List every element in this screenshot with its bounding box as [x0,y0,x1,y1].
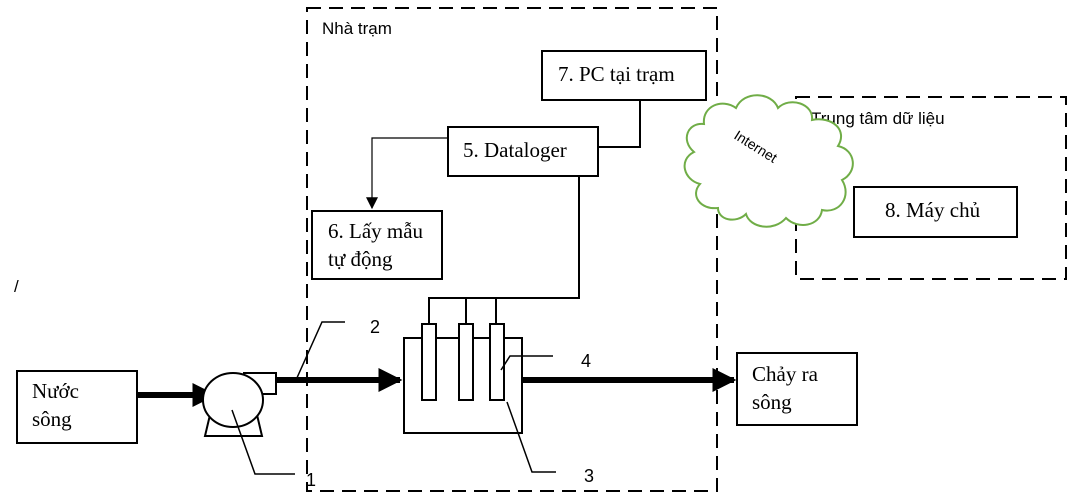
callout-tank-number: 3 [584,466,594,486]
river-water-label-line2: sông [32,407,72,431]
station-pc-label: 7. PC tại trạm [558,62,675,86]
station-label: Nhà trạm [322,19,392,38]
autosampler-node: 6. Lấy mẫu tự động [311,210,443,280]
stray-mark: / [14,277,19,296]
autosampler-label-line1: 6. Lấy mẫu [328,219,424,243]
callout-line-tank [506,401,556,473]
internet-cloud-icon: Internet [683,94,854,228]
callout-pump-number: 1 [306,470,316,490]
server-label: 8. Máy chủ [885,198,981,222]
pump-icon [202,372,277,437]
callout-line-sensor [500,355,553,371]
datacenter-label: Trung tâm dữ liệu [811,109,945,128]
station-pc-node: 7. PC tại trạm [541,50,707,101]
river-water-label-line1: Nước [32,379,79,403]
autosampler-label-line2: tự động [328,247,393,271]
outflow-node: Chảy ra sông [736,352,858,426]
sensor-probe-2 [458,323,474,401]
server-node: 8. Máy chủ [853,186,1018,238]
station-boundary: Nhà trạm [306,7,718,492]
datalogger-node: 5. Dataloger [447,126,599,177]
datalogger-label: 5. Dataloger [463,138,567,162]
sensor-probe-3 [489,323,505,401]
callout-sensor-number: 4 [581,351,591,371]
river-water-node: Nước sông [16,370,138,444]
datalogger-pc-link [598,100,641,148]
datacenter-boundary: Trung tâm dữ liệu [795,96,1067,280]
callout-line-pump [231,409,295,475]
outflow-label-line2: sông [752,390,792,414]
datalogger-sampler-link [366,137,448,210]
sensor-probe-1 [421,323,437,401]
callout-pipe-number: 2 [370,317,380,337]
datalogger-sensor-bus [428,176,580,326]
outflow-label-line1: Chảy ra [752,362,819,386]
callout-line-pipe [295,321,345,381]
